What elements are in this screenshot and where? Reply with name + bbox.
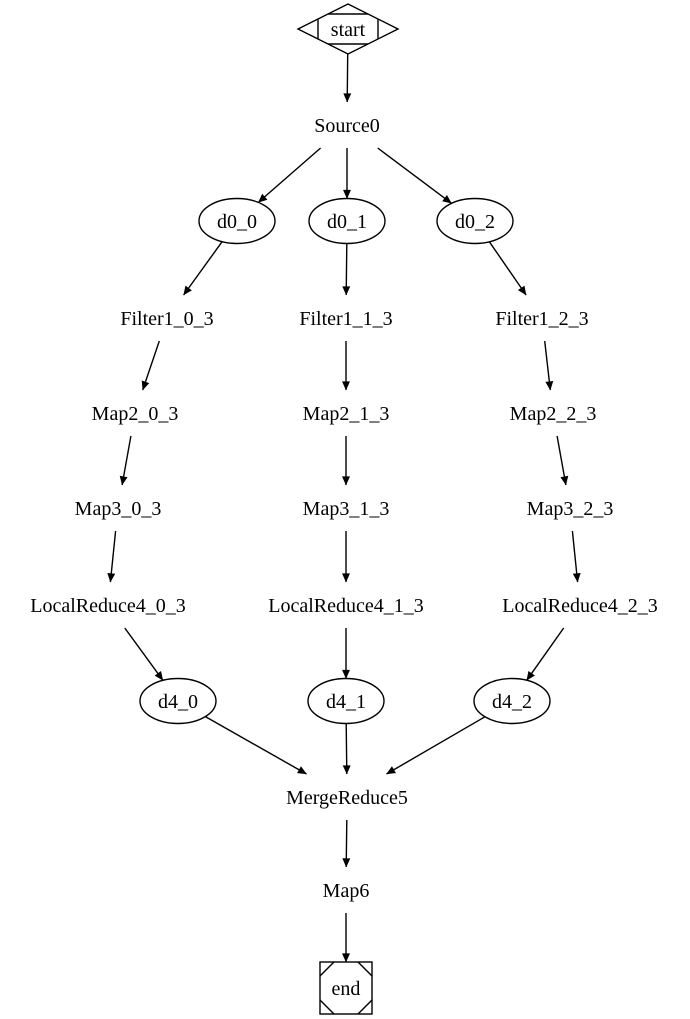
node-shape <box>319 961 373 1015</box>
edge-start-to-Source0 <box>343 53 352 103</box>
node-label: LocalReduce4_1_3 <box>268 595 424 617</box>
node-label: LocalReduce4_0_3 <box>30 595 186 617</box>
edge-Map3_0_3-to-LocalReduce4_0_3 <box>107 530 117 583</box>
node-label: Map2_2_3 <box>510 403 597 425</box>
node-label: d0_2 <box>455 211 495 233</box>
node-Map6: Map6 <box>323 880 370 902</box>
node-d4_1: d4_1 <box>307 677 385 725</box>
edge-d0_2-to-Filter1_2_3 <box>488 241 527 296</box>
edge-line <box>343 53 352 103</box>
edge-Source0-to-d0_2 <box>377 147 452 204</box>
edge-d4_0-to-MergeReduce5 <box>205 715 307 775</box>
node-d4_2: d4_2 <box>473 677 551 725</box>
node-Map3_1_3: Map3_1_3 <box>303 498 390 520</box>
node-label: Map2_1_3 <box>303 403 390 425</box>
node-start: start <box>296 3 400 55</box>
edge-Source0-to-d0_0 <box>257 147 322 203</box>
edge-line <box>342 819 351 868</box>
edge-Filter1_2_3-to-Map2_2_3 <box>544 340 554 391</box>
edge-d0_0-to-Filter1_0_3 <box>183 241 223 296</box>
edge-line <box>386 716 486 775</box>
node-shape <box>139 677 217 725</box>
msquare-corner-cut <box>357 961 373 977</box>
edge-MergeReduce5-to-Map6 <box>342 819 351 868</box>
node-label: LocalReduce4_2_3 <box>502 595 658 617</box>
edge-d0_1-to-Filter1_1_3 <box>342 243 351 296</box>
msquare-corner-cut <box>319 961 335 977</box>
edge-d4_2-to-MergeReduce5 <box>386 716 486 775</box>
edge-line <box>257 147 322 203</box>
edge-line <box>183 241 223 296</box>
node-d0_1: d0_1 <box>308 197 386 245</box>
edge-d4_1-to-MergeReduce5 <box>342 723 351 775</box>
node-label: Filter1_1_3 <box>299 308 392 330</box>
edge-line <box>107 530 117 583</box>
node-label: MergeReduce5 <box>286 787 408 809</box>
node-shape <box>308 197 386 245</box>
edge-line <box>141 340 160 391</box>
node-label: Map3_0_3 <box>75 498 162 520</box>
node-label: Filter1_2_3 <box>495 308 588 330</box>
node-Filter1_2_3: Filter1_2_3 <box>495 308 588 330</box>
node-Map3_2_3: Map3_2_3 <box>527 498 614 520</box>
node-label: d0_1 <box>327 211 367 233</box>
node-label: start <box>331 19 366 41</box>
node-label: Filter1_0_3 <box>120 308 213 330</box>
node-label: end <box>332 978 361 1000</box>
node-shape <box>198 197 276 245</box>
node-label: Map3_2_3 <box>527 498 614 520</box>
node-Map3_0_3: Map3_0_3 <box>75 498 162 520</box>
node-LocalReduce4_2_3: LocalReduce4_2_3 <box>502 595 658 617</box>
msquare-corner-cut <box>319 999 335 1015</box>
node-Map2_2_3: Map2_2_3 <box>510 403 597 425</box>
edge-LocalReduce4_2_3-to-d4_2 <box>526 627 565 681</box>
edge-LocalReduce4_0_3-to-d4_0 <box>124 627 164 681</box>
edge-line <box>526 627 565 681</box>
msquare-corner-cut <box>357 999 373 1015</box>
node-Filter1_0_3: Filter1_0_3 <box>120 308 213 330</box>
node-shape <box>307 677 385 725</box>
node-end: end <box>319 961 373 1015</box>
edge-line <box>342 243 351 296</box>
node-Map2_0_3: Map2_0_3 <box>92 403 179 425</box>
edge-line <box>544 340 554 391</box>
node-d0_0: d0_0 <box>198 197 276 245</box>
edges-layer <box>107 53 581 963</box>
node-label: d4_0 <box>158 691 198 713</box>
node-label: Map6 <box>323 880 370 902</box>
node-shape <box>473 677 551 725</box>
edge-line <box>119 435 132 486</box>
edge-line <box>377 147 452 204</box>
edge-line <box>571 530 581 583</box>
edge-line <box>556 435 569 486</box>
edge-line <box>205 715 307 775</box>
node-shape <box>436 197 514 245</box>
edge-line <box>124 627 164 681</box>
node-label: Source0 <box>314 115 380 137</box>
node-shape <box>296 3 400 55</box>
node-d4_0: d4_0 <box>139 677 217 725</box>
node-LocalReduce4_1_3: LocalReduce4_1_3 <box>268 595 424 617</box>
node-label: d4_2 <box>492 691 532 713</box>
node-label: d4_1 <box>326 691 366 713</box>
edge-Map3_2_3-to-LocalReduce4_2_3 <box>571 530 581 583</box>
edge-Map2_2_3-to-Map3_2_3 <box>556 435 569 486</box>
edge-line <box>488 241 527 296</box>
node-d0_2: d0_2 <box>436 197 514 245</box>
node-Source0: Source0 <box>314 115 380 137</box>
node-Map2_1_3: Map2_1_3 <box>303 403 390 425</box>
node-label: d0_0 <box>217 211 257 233</box>
node-Filter1_1_3: Filter1_1_3 <box>299 308 392 330</box>
node-label: Map2_0_3 <box>92 403 179 425</box>
edge-Map2_0_3-to-Map3_0_3 <box>119 435 132 486</box>
edge-line <box>342 723 351 775</box>
node-label: Map3_1_3 <box>303 498 390 520</box>
node-MergeReduce5: MergeReduce5 <box>286 787 408 809</box>
node-LocalReduce4_0_3: LocalReduce4_0_3 <box>30 595 186 617</box>
edge-Filter1_0_3-to-Map2_0_3 <box>141 340 160 391</box>
